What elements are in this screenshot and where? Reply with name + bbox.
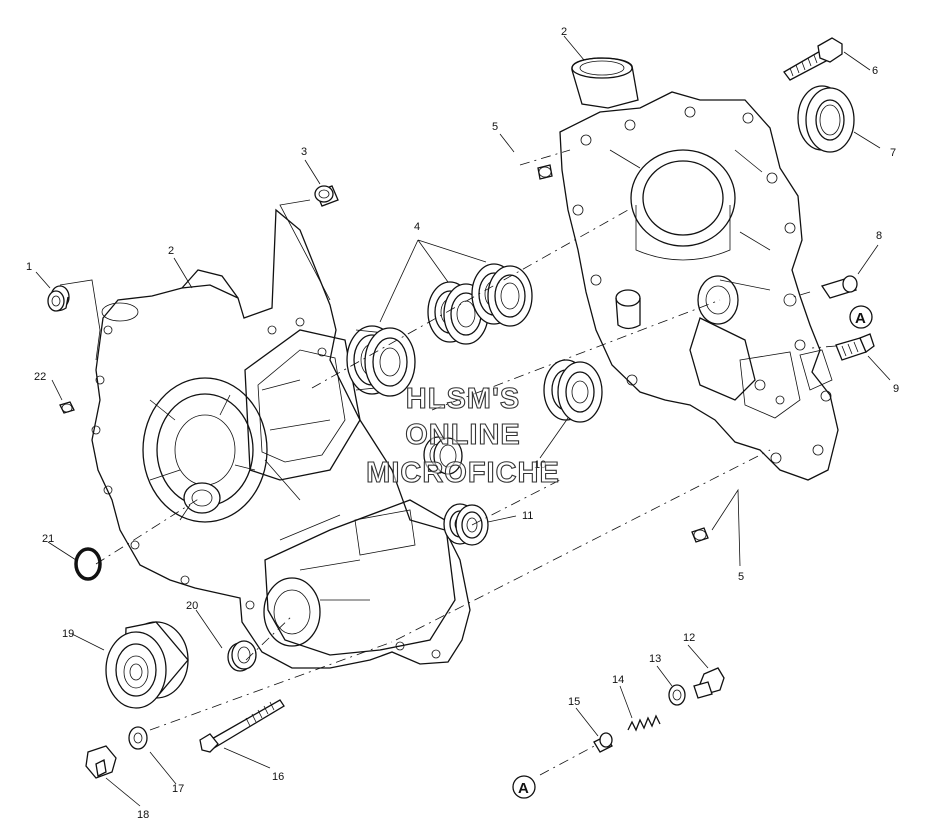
o-ring-21	[74, 547, 102, 581]
drain-plug-18	[85, 745, 117, 779]
watermark-line-2: ONLINE	[405, 419, 521, 451]
callout-11: 11	[522, 510, 533, 522]
callout-12: 12	[683, 632, 695, 644]
callout-15: 15	[568, 696, 580, 708]
callout-5-lower: 5	[738, 571, 744, 583]
right-crankcase-half	[559, 57, 839, 481]
callout-14: 14	[612, 674, 624, 686]
callout-17: 17	[172, 783, 184, 795]
callout-8: 8	[876, 230, 882, 242]
fitting-9	[835, 333, 875, 361]
callout-6: 6	[872, 65, 878, 77]
reference-mark-a-lower: A	[512, 775, 536, 799]
bearing-4c	[471, 263, 533, 327]
plug-8	[820, 275, 858, 299]
plug-bolt-12	[693, 667, 725, 699]
watermark-line-1: HLSM'S	[406, 383, 520, 415]
callout-2-left: 2	[168, 245, 174, 257]
callout-2-right: 2	[561, 26, 567, 38]
spring-14	[627, 714, 661, 732]
callout-18: 18	[137, 809, 149, 821]
dowel-pin-5-lower	[691, 527, 709, 543]
bushing-3	[314, 185, 339, 207]
bearing-10-small	[423, 436, 463, 475]
spacer-20	[227, 640, 257, 672]
dowel-pin-22	[59, 401, 75, 414]
bearing-set-4	[346, 263, 533, 397]
bearing-11	[443, 503, 489, 546]
callout-20: 20	[186, 600, 198, 612]
callout-21: 21	[42, 533, 54, 545]
callout-1: 1	[26, 261, 32, 273]
callout-labels: 1 2 2 3 4 5 5 6 7 8 9 10 11 12 13 14 15 …	[26, 26, 899, 821]
oil-seal-7	[797, 85, 855, 153]
callout-10: 10	[534, 459, 546, 471]
callout-3: 3	[301, 146, 307, 158]
center-lines	[95, 149, 837, 776]
watermark-line-3: MICROFICHE	[366, 457, 560, 489]
callout-22: 22	[34, 371, 46, 383]
callout-7: 7	[890, 147, 896, 159]
washer-13	[668, 684, 686, 706]
long-bolt-16	[199, 699, 285, 753]
washer-17	[128, 726, 148, 750]
reference-mark-a-upper: A	[849, 305, 873, 329]
callout-5-upper: 5	[492, 121, 498, 133]
bushing-1	[47, 285, 70, 312]
bolt-6	[783, 37, 843, 81]
callout-9: 9	[893, 383, 899, 395]
bearing-10	[543, 359, 603, 423]
plunger-15	[593, 732, 613, 753]
reference-mark-a-upper-label: A	[855, 310, 866, 327]
bearing-4a	[346, 325, 416, 397]
callout-13: 13	[649, 653, 661, 665]
left-crankcase-half	[91, 208, 471, 669]
dowel-pin-5-upper	[537, 164, 553, 180]
callout-16: 16	[272, 771, 284, 783]
watermark: HLSM'S ONLINE MICROFICHE	[366, 382, 560, 489]
callout-19: 19	[62, 628, 74, 640]
leader-lines	[35, 35, 891, 807]
reference-mark-a-lower-label: A	[518, 780, 529, 797]
callout-4: 4	[414, 221, 420, 233]
cover-19	[105, 621, 189, 709]
